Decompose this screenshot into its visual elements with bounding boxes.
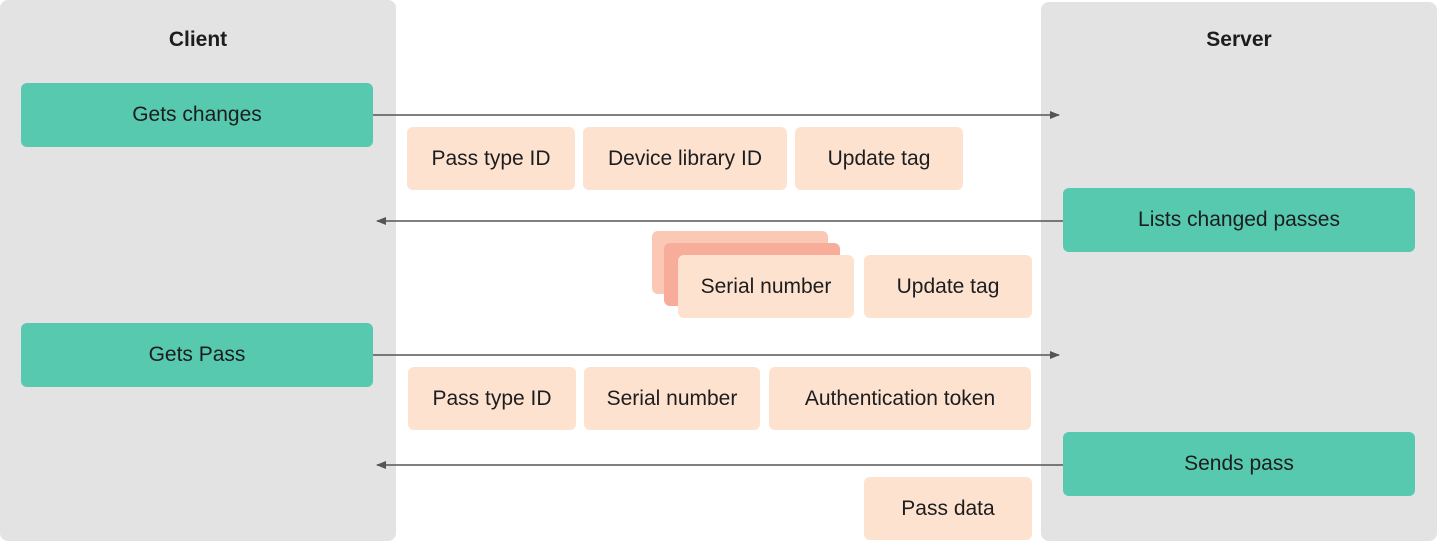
server-title: Server bbox=[1206, 28, 1272, 51]
client-title: Client bbox=[168, 28, 228, 51]
param-pass-type-id-2: Pass type ID bbox=[408, 367, 576, 430]
response-serial-number: Serial number bbox=[678, 255, 854, 318]
response-update-tag: Update tag bbox=[864, 255, 1032, 318]
response-pass-data: Pass data bbox=[864, 477, 1032, 540]
gets-pass-box: Gets Pass bbox=[21, 323, 373, 387]
param-pass-type-id: Pass type ID bbox=[407, 127, 575, 190]
sends-pass-box: Sends pass bbox=[1063, 432, 1415, 496]
param-update-tag: Update tag bbox=[795, 127, 963, 190]
lists-changed-passes-box: Lists changed passes bbox=[1063, 188, 1415, 252]
param-serial-number: Serial number bbox=[584, 367, 760, 430]
param-device-library-id: Device library ID bbox=[583, 127, 787, 190]
param-authentication-token: Authentication token bbox=[769, 367, 1031, 430]
gets-changes-box: Gets changes bbox=[21, 83, 373, 147]
